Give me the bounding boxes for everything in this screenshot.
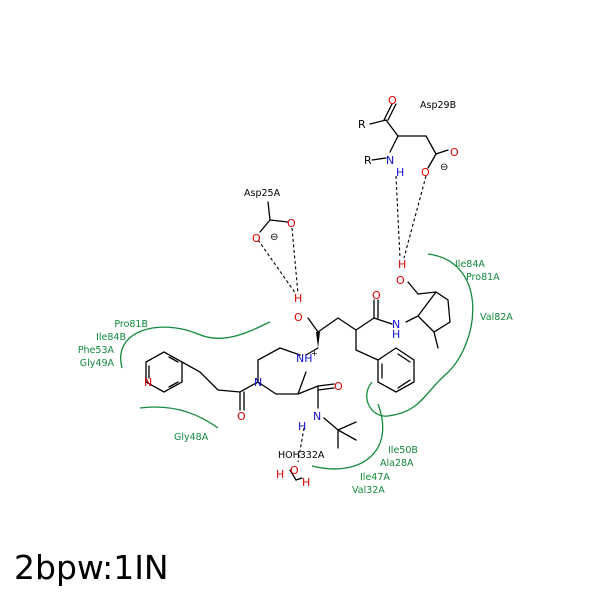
water-O: O	[290, 464, 299, 477]
residue-label: Gly48A	[174, 432, 209, 443]
hydroxyl-H: H	[294, 292, 302, 305]
asp29b-label: Asp29B	[420, 100, 456, 111]
asp25a-O-left: O	[252, 232, 261, 245]
residue-label: Ile47A	[360, 472, 390, 483]
plus-charge: +	[311, 349, 318, 358]
hydrophobic-arc-right	[366, 253, 474, 417]
cyclopentanol-H: H	[398, 258, 406, 271]
asp25a-O-right: O	[287, 217, 296, 230]
asp29b-R-top: R	[358, 118, 366, 131]
wedge-bond	[316, 332, 320, 348]
structure-id-title: 2bpw:1IN	[14, 548, 169, 587]
asp25a-label: Asp25A	[244, 188, 281, 199]
asp29b-O-right: O	[450, 146, 459, 159]
cyclopentanol-O: O	[396, 274, 405, 287]
residue-label: Ile50B	[388, 445, 418, 456]
carbonyl-O-mid: O	[334, 380, 343, 393]
residue-label: Ala28A	[380, 458, 414, 469]
asp29b-charge: ⊖	[440, 162, 448, 173]
hydrophobic-arc-bottom-left	[139, 406, 219, 429]
residue-label: Ile84B	[96, 332, 126, 343]
benzene-ring	[377, 347, 415, 393]
pyridine-N-label: N	[144, 376, 152, 389]
amide-H-right: H	[392, 328, 400, 341]
asp29b-O-bottom: O	[421, 166, 430, 179]
residue-label: Phe53A	[78, 345, 115, 356]
hydrophobic-arc-bottom-right	[311, 403, 384, 470]
residue-label: Pro81A	[466, 272, 500, 283]
carbonyl-O-right: O	[372, 289, 381, 302]
asp25a-charge: ⊖	[270, 232, 278, 243]
residue-label: Val32A	[352, 485, 385, 496]
residue-label: Pro81B	[114, 319, 148, 330]
asp29b-R-bottom: R	[364, 154, 372, 167]
hydrophobic-arc-top-left	[120, 321, 271, 369]
residue-label: Ile84A	[455, 259, 485, 270]
amide-H-tbutyl: H	[298, 420, 306, 433]
piperazine-NH-label: NH	[296, 352, 313, 365]
residue-label: Val82A	[480, 312, 513, 323]
carbonyl-O-left: O	[237, 410, 246, 423]
hydrogen-bonds	[257, 175, 427, 463]
amide-N-tbutyl: N	[313, 410, 321, 423]
piperazine-N-label: N	[254, 376, 262, 389]
amide-N-right: N	[392, 318, 400, 331]
residue-label: Gly49A	[80, 358, 115, 369]
asp29b-carbonyl-O: O	[388, 94, 397, 107]
water-H-right: H	[302, 476, 310, 489]
asp29b-N: N	[386, 154, 394, 167]
water-H-left: H	[276, 468, 284, 481]
water-label: HOH332A	[278, 450, 325, 461]
asp29b-H: H	[396, 166, 404, 179]
hydroxyl-O: O	[294, 311, 303, 324]
